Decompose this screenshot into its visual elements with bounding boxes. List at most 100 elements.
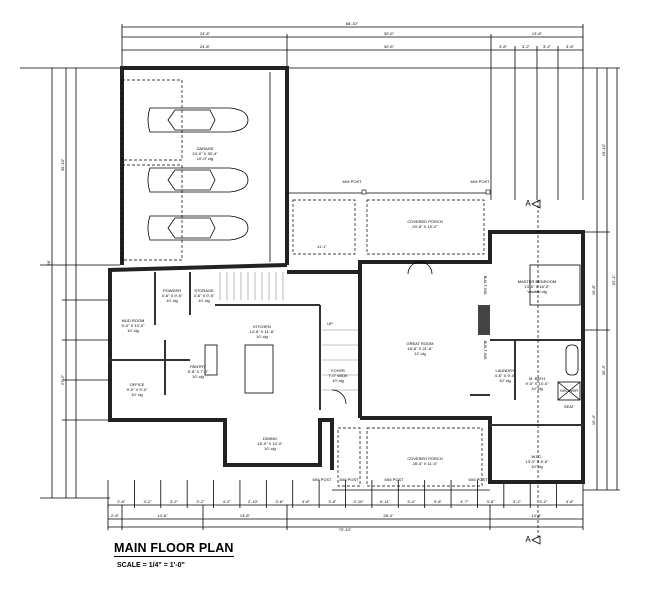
room-size: 20'-8" X 19'-2" bbox=[412, 224, 438, 229]
dim: 58' bbox=[46, 260, 51, 265]
room-label: UP bbox=[327, 321, 333, 326]
dim: 19'-8" bbox=[591, 284, 596, 295]
dim: 13'-8" bbox=[240, 513, 251, 518]
dim: 27'-2" bbox=[60, 374, 65, 385]
dim: 35'-3" bbox=[601, 364, 606, 375]
dim: 52'-1" bbox=[611, 274, 616, 285]
dim: 16'-4" bbox=[591, 414, 596, 425]
dim: 3'-8" bbox=[276, 499, 285, 504]
room-label: SHOWER bbox=[560, 388, 578, 393]
covered-porch-top: 6X6 POST 6X6 POST COVERED PORCH 20'-8" X… bbox=[287, 179, 491, 255]
car-icon bbox=[147, 107, 249, 133]
dim: 11'-1" bbox=[317, 244, 327, 249]
dim: 28'-4" bbox=[383, 513, 394, 518]
dim: 3'-8" bbox=[328, 499, 337, 504]
dim: 9'-8" bbox=[434, 499, 443, 504]
top-dimensions: 68'-10" 24'-8" 30'-6" 13'-8" 24'-8" 30'-… bbox=[20, 21, 620, 200]
dim: 4'-2" bbox=[144, 499, 153, 504]
drawing-scale: SCALE = 1/4" = 1'-0" bbox=[117, 562, 185, 569]
dim: 70'-10" bbox=[339, 527, 352, 532]
room-size: 15'-0" X 10'-0" bbox=[257, 441, 283, 446]
dim: 3'-2" bbox=[543, 44, 552, 49]
section-label: A bbox=[525, 199, 531, 208]
post-label: 6X6 POST bbox=[312, 477, 332, 482]
room-size: 7'-0" WIDE bbox=[328, 373, 348, 378]
room-label: MASTER BEDROOM bbox=[518, 279, 556, 284]
room-ceiling: 10' clg bbox=[192, 374, 203, 379]
dim: 30'-6" bbox=[384, 44, 395, 49]
room-size: 13'-0" X 16'-0" bbox=[524, 284, 550, 289]
dim: 5'-4" bbox=[407, 499, 416, 504]
room-label: M. BATH bbox=[529, 376, 545, 381]
post-label: 6X6 POST bbox=[470, 179, 490, 184]
dim-top-total: 68'-10" bbox=[346, 21, 359, 26]
dim: 4'-2" bbox=[223, 499, 232, 504]
dim: 24'-8" bbox=[200, 44, 211, 49]
dim: 2'-8" bbox=[111, 513, 120, 518]
room-ceiling: 10' clg bbox=[531, 464, 542, 469]
room-size: 9'-0" X 13'-0" bbox=[121, 323, 145, 328]
post-label: 6X6 POST bbox=[342, 179, 362, 184]
house-walls bbox=[108, 230, 585, 484]
bottom-dimensions: 70'-10" 2'-8" 4'-2" 3'-2" 3'-2" 4'-2" 2'-10" 3… bbox=[107, 480, 584, 532]
room-size: 4'-6" X 9'-6" bbox=[162, 293, 183, 298]
dim: 3'-2" bbox=[170, 499, 179, 504]
room-ceiling: 10'-0" clg bbox=[197, 156, 213, 161]
dim: 3'-2" bbox=[196, 499, 205, 504]
drawing-title: MAIN FLOOR PLAN bbox=[114, 541, 234, 557]
room-size: 4'-6" X 9'-0" bbox=[495, 373, 516, 378]
room-size: 28'-4" X 11'-0" bbox=[413, 461, 439, 466]
room-label: MUD ROOM bbox=[122, 318, 145, 323]
room-ceiling: 10' clg bbox=[198, 298, 209, 303]
room-ceiling: Vaulted clg bbox=[527, 289, 547, 294]
dim: 13'-8" bbox=[531, 513, 542, 518]
dim: 16'-10" bbox=[601, 143, 606, 156]
room-size: 9'-0" X 13'-0" bbox=[525, 381, 549, 386]
room-ceiling: 10' clg bbox=[256, 334, 267, 339]
dim: 13'-8" bbox=[532, 31, 543, 36]
post-label: 6X6 POST bbox=[384, 477, 404, 482]
dim: 14'-8" bbox=[157, 513, 168, 518]
room-size: 4'-6" X 9'-6" bbox=[194, 293, 215, 298]
room-size: 24'-0" X 30'-4" bbox=[192, 151, 218, 156]
room-label: FOYER bbox=[331, 368, 345, 373]
room-label: LAUNDRY bbox=[495, 368, 514, 373]
room-ceiling: 10' clg bbox=[166, 298, 177, 303]
section-label: A bbox=[525, 535, 531, 544]
room-size: 5'-8" X 7'-0" bbox=[188, 369, 209, 374]
built-ins-label: BUILT-INS bbox=[483, 341, 488, 360]
garage: GARAGE 24'-0" X 30'-4" 10'-0" clg bbox=[120, 66, 289, 265]
room-label: COVERED PORCH bbox=[407, 456, 442, 461]
room-ceiling: 10' clg bbox=[264, 446, 275, 451]
dim: 2'-8" bbox=[117, 499, 126, 504]
dim: 3'-2" bbox=[539, 499, 548, 504]
dim: 3'-8" bbox=[302, 499, 311, 504]
room-label: W.I.C. bbox=[532, 454, 543, 459]
dim: 3'-8" bbox=[499, 44, 508, 49]
room-label: OFFICE bbox=[130, 382, 145, 387]
covered-porch-bottom: COVERED PORCH 28'-4" X 11'-0" 6X6 POST 6… bbox=[312, 427, 490, 491]
dim: 3'-8" bbox=[566, 499, 575, 504]
room-label: PANTRY bbox=[190, 364, 206, 369]
dim: 3'-8" bbox=[487, 499, 496, 504]
left-dimensions: 58' 30'-10" 27'-2" bbox=[40, 68, 120, 499]
right-dimensions: 52'-1" 16'-10" 35'-3" 19'-8" 16'-4" bbox=[583, 68, 620, 491]
room-label: GARAGE bbox=[196, 146, 213, 151]
room-label: DINING bbox=[263, 436, 277, 441]
room-ceiling: 10' clg bbox=[131, 392, 142, 397]
dim: 30'-6" bbox=[384, 31, 395, 36]
room-size: 14'-6" X 11'-6" bbox=[250, 329, 276, 334]
dim: 2'-10" bbox=[248, 499, 259, 504]
dim: 3'-8" bbox=[566, 44, 575, 49]
room-label: COVERED PORCH bbox=[407, 219, 442, 224]
car-icon bbox=[147, 167, 249, 193]
dim: 2'-10" bbox=[354, 499, 365, 504]
dim: 3'-2" bbox=[513, 499, 522, 504]
room-ceiling: 12' clg bbox=[414, 351, 425, 356]
room-size: 13'-0" X 8'-6" bbox=[525, 459, 549, 464]
dim: 24'-8" bbox=[200, 31, 211, 36]
dim: 3'-2" bbox=[522, 44, 531, 49]
room-label: POWDER bbox=[163, 288, 181, 293]
